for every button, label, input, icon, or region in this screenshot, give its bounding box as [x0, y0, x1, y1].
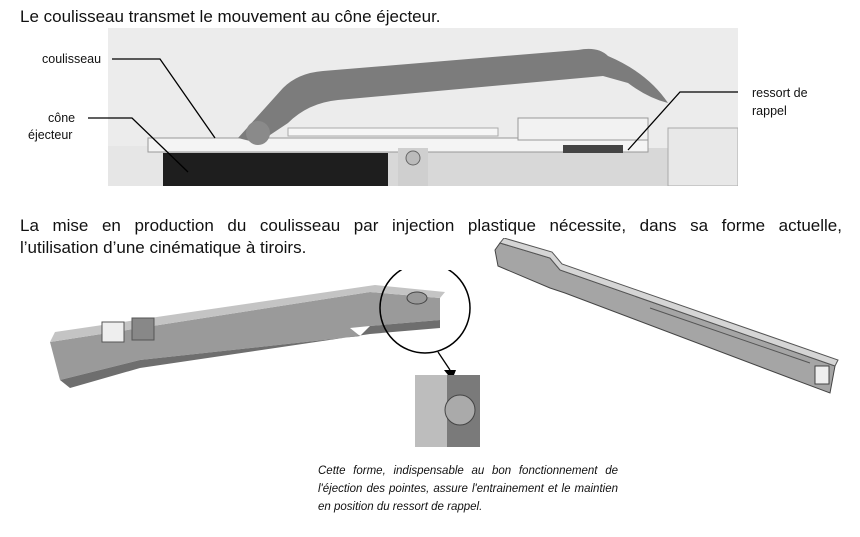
mechanism-photo [108, 28, 738, 186]
label-ressort-line1: ressort de [752, 86, 808, 100]
slider-part-3d-view [494, 238, 839, 394]
slider-part-drawing [50, 270, 480, 447]
figure-caption: Cette forme, indispensable au bon foncti… [318, 465, 618, 513]
label-coulisseau: coulisseau [42, 52, 102, 66]
production-paragraph-line1: La mise en production du coulisseau par … [20, 216, 842, 235]
label-ressort-line2: rappel [752, 104, 787, 118]
production-paragraph-line2: l’utilisation d’une cinématique à tiroir… [20, 238, 307, 257]
intro-paragraph: Le coulisseau transmet le mouvement au c… [20, 7, 441, 26]
label-cone-line2: éjecteur [28, 128, 73, 142]
label-cone-line1: cône [48, 111, 76, 125]
